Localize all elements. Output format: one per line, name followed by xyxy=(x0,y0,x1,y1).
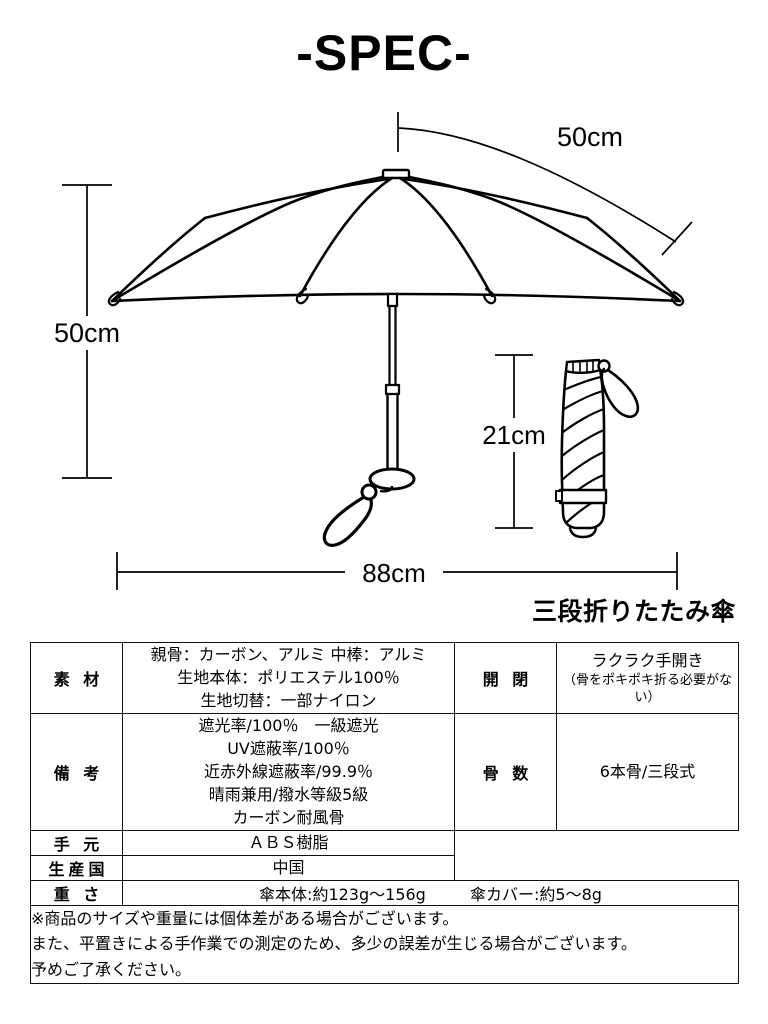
row-value-handle: ＡＢＳ樹脂 xyxy=(122,829,455,856)
row-value-material: 親骨：カーボン、アルミ 中棒：アルミ 生地本体：ポリエステル100％ 生地切替：… xyxy=(122,642,455,714)
shaft-joint xyxy=(384,383,401,396)
canopy-fold-left xyxy=(203,177,390,220)
row-label-weight: 重 さ xyxy=(30,879,123,906)
remarks-line-3: 近赤外線遮蔽率/99.9％ xyxy=(203,761,374,781)
folded-band xyxy=(558,488,608,505)
remarks-line-5: カーボン耐風骨 xyxy=(232,808,345,828)
row-label-rib-count: 骨 数 xyxy=(454,712,557,831)
strap-bead xyxy=(360,483,378,501)
remarks-line-1: 遮光率/100％ 一級遮光 xyxy=(198,715,379,735)
table-row: ※商品のサイズや重量には個体差がある場合がございます。 また、平置きによる手作業… xyxy=(30,904,739,985)
dimension-rib-length xyxy=(397,112,693,256)
folded-body xyxy=(560,367,606,530)
umbrella-diagram-svg: 50cm 50cm xyxy=(54,112,693,590)
remarks-line-4: 晴雨兼用/撥水等級5級 xyxy=(208,785,369,805)
row-label-country: 生産国 xyxy=(30,854,123,881)
footnote-cell: ※商品のサイズや重量には個体差がある場合がございます。 また、平置きによる手作業… xyxy=(30,904,739,985)
remarks-line-2: UV遮蔽率/100％ xyxy=(227,738,350,758)
row-label-remarks: 備 考 xyxy=(30,712,123,831)
shaft-collar-top xyxy=(386,292,399,308)
dim-arc-line xyxy=(397,127,677,243)
fold-spiral-3 xyxy=(561,407,606,434)
footnote-line-2: また、平置きによる手作業での測定のため、多少の誤差が生じる場合がございます。 xyxy=(31,934,637,954)
folded-strap-ring xyxy=(597,359,611,373)
canopy-edge-right-outer xyxy=(407,175,682,303)
page-title: -SPEC- xyxy=(296,25,472,81)
dimension-folded-length xyxy=(495,354,533,529)
table-row: 生産国 中国 xyxy=(30,854,739,881)
canopy-edge-left-outer xyxy=(110,175,385,303)
material-line-3: 生地切替：一部ナイロン xyxy=(200,691,377,711)
table-row: 手 元 ＡＢＳ樹脂 xyxy=(30,829,739,856)
dimension-label-rib-length: 50cm xyxy=(557,122,623,152)
handle-knob-underline xyxy=(379,485,394,493)
row-value-country: 中国 xyxy=(122,854,455,881)
wrist-strap-loop xyxy=(322,495,373,547)
material-line-1: 親骨：カーボン、アルミ 中棒：アルミ xyxy=(150,645,427,664)
material-line-2: 生地本体：ポリエステル100％ xyxy=(177,668,400,688)
canopy-fold-left-lower xyxy=(110,216,207,303)
footnote-line-1: ※商品のサイズや重量には個体差がある場合がございます。 xyxy=(31,908,459,928)
table-row: 重 さ 傘本体:約123g〜156g 傘カバー:約5〜8g xyxy=(30,879,739,906)
row-label-material: 素 材 xyxy=(30,642,123,714)
open-close-sub: （骨をポキポキ折る必要がない） xyxy=(562,672,732,705)
table-row: 素 材 親骨：カーボン、アルミ 中棒：アルミ 生地本体：ポリエステル100％ 生… xyxy=(30,642,739,714)
rib-tip-right xyxy=(670,290,685,307)
umbrella-spec-diagram: 50cm 50cm xyxy=(54,112,693,590)
umbrella-top-cap xyxy=(381,168,411,180)
open-close-main: ラクラク手開き xyxy=(591,650,704,670)
canopy-seam-right xyxy=(398,176,494,298)
band-buckle xyxy=(555,490,563,502)
rib-tip-left xyxy=(107,290,122,307)
rib-tip-left-mid xyxy=(295,287,310,305)
canopy-fold-right-lower xyxy=(585,216,682,303)
fold-spiral-4 xyxy=(560,428,606,458)
fold-spiral-5 xyxy=(560,450,606,482)
umbrella-handle xyxy=(322,467,416,547)
folded-bottom-tip xyxy=(568,526,598,539)
canopy-fold-right xyxy=(402,177,589,220)
row-value-rib-count: 6本骨/三段式 xyxy=(556,712,739,831)
rib-tip-right-mid xyxy=(482,287,497,305)
weight-cover: 傘カバー:約5〜8g xyxy=(470,884,602,904)
product-caption: 三段折りたたみ傘 xyxy=(531,597,736,626)
canopy-seam-left xyxy=(298,176,394,298)
dim-arc-tick-end xyxy=(661,221,693,256)
row-label-open-close: 開 閉 xyxy=(454,642,557,714)
fold-spiral-1 xyxy=(564,375,603,391)
row-value-remarks: 遮光率/100％ 一級遮光 UV遮蔽率/100％ 近赤外線遮蔽率/99.9％ 晴… xyxy=(122,712,455,831)
spec-table: 素 材 親骨：カーボン、アルミ 中棒：アルミ 生地本体：ポリエステル100％ 生… xyxy=(30,642,739,985)
dimension-canopy-height xyxy=(62,184,112,479)
row-value-weight: 傘本体:約123g〜156g 傘カバー:約5〜8g xyxy=(122,879,739,906)
dimension-label-canopy-width: 88cm xyxy=(362,558,426,588)
folded-top-cap xyxy=(564,358,602,374)
dimension-label-canopy-height: 50cm xyxy=(54,318,120,348)
folded-wrist-strap xyxy=(600,367,640,418)
dimension-canopy-width xyxy=(116,552,678,590)
open-umbrella xyxy=(107,168,685,472)
footnote-line-3: 予めご了承ください。 xyxy=(31,960,192,980)
fold-spiral-2 xyxy=(562,389,605,411)
row-label-handle: 手 元 xyxy=(30,829,123,856)
row-value-open-close: ラクラク手開き （骨をポキポキ折る必要がない） xyxy=(556,642,739,714)
table-row: 備 考 遮光率/100％ 一級遮光 UV遮蔽率/100％ 近赤外線遮蔽率/99.… xyxy=(30,712,739,831)
dimension-label-folded-length: 21cm xyxy=(482,420,546,450)
folded-umbrella xyxy=(555,358,640,539)
weight-body: 傘本体:約123g〜156g xyxy=(259,884,426,904)
